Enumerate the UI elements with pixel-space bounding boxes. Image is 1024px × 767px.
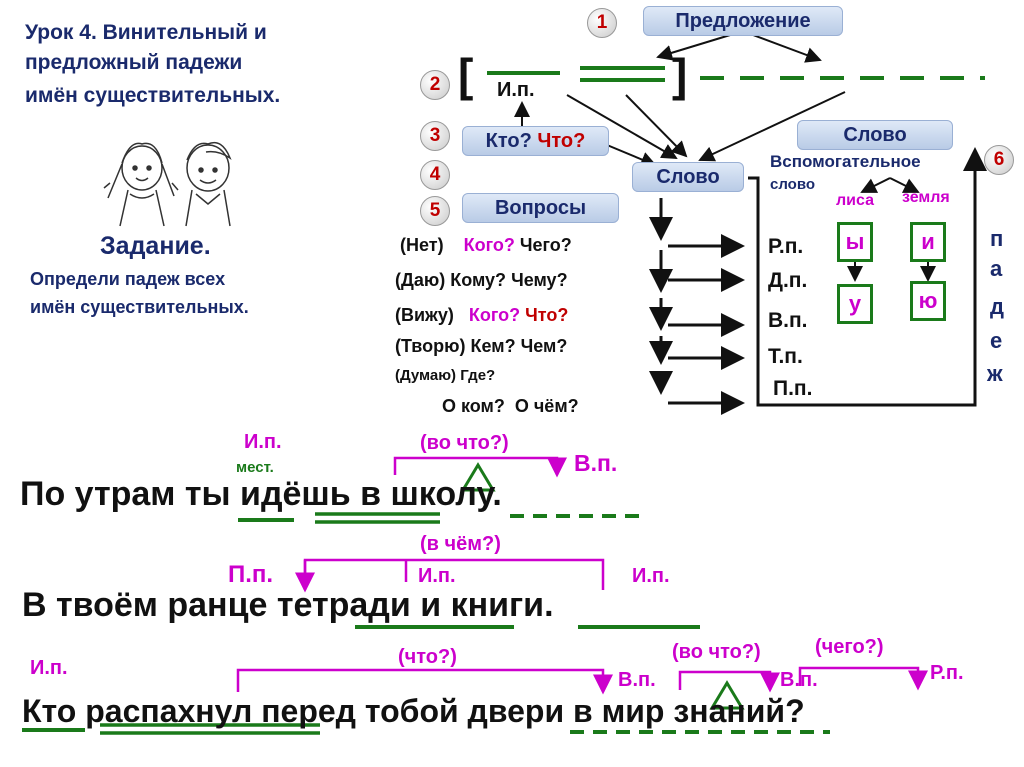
padezh-letter-p: п xyxy=(990,226,1004,251)
question-row-gde: (Думаю) Где? xyxy=(395,368,495,383)
step-3-badge: 3 xyxy=(420,121,450,151)
predlozhenie-label: Предложение xyxy=(643,6,843,36)
bracket-close: ] xyxy=(672,49,688,101)
s1-question: (во что?) xyxy=(420,432,509,454)
kto-text: Кто? xyxy=(485,130,532,152)
scheme-ip-label: И.п. xyxy=(497,79,535,101)
q-chem: Чем? xyxy=(520,336,568,356)
lesson-title-line-1: Урок 4. Винительный и xyxy=(25,21,267,44)
question-row-pp: О ком? О чём? xyxy=(442,397,579,415)
s2-ip-2: И.п. xyxy=(632,565,670,587)
hint-dumayu: (Думаю) xyxy=(395,367,457,384)
q-gde: Где? xyxy=(460,367,496,384)
case-pp: П.п. xyxy=(773,377,813,400)
case-rp: Р.п. xyxy=(768,235,804,258)
sentence-1: По утрам ты идёшь в школу. xyxy=(20,475,502,513)
ending-u-box: у xyxy=(837,284,873,324)
task-text-line-1: Определи падеж всех xyxy=(30,269,226,289)
hint-net: (Нет) xyxy=(400,235,444,255)
task-text-line-2: имён существительных. xyxy=(30,297,249,317)
s1-mest-label: мест. xyxy=(236,459,274,476)
vspom-line-1: Вспомогательное xyxy=(770,152,921,171)
hint-dayu: (Даю) xyxy=(395,270,446,290)
case-tp: Т.п. xyxy=(768,345,803,368)
s3-rp: Р.п. xyxy=(930,662,964,684)
sentence-3: Кто распахнул перед тобой двери в мир зн… xyxy=(22,693,805,729)
padezh-letter-d: д xyxy=(990,294,1004,319)
slovo-top-label: Слово xyxy=(797,120,953,150)
q-komu: Кому? xyxy=(450,270,507,290)
q-o-chem: О чём? xyxy=(514,396,579,416)
lisa-word: лиса xyxy=(836,192,874,209)
lesson-title-line-2: предложный падежи xyxy=(25,51,243,74)
q-kogo-rp: Кого? xyxy=(463,235,515,255)
case-vp: В.п. xyxy=(768,309,808,332)
s1-ip-label: И.п. xyxy=(244,431,282,453)
s3-ip-label: И.п. xyxy=(30,657,68,679)
s3-q-chto: (что?) xyxy=(398,646,457,668)
ending-yu-box: ю xyxy=(910,281,946,321)
padezh-letter-e: е xyxy=(990,328,1003,353)
q-o-kom: О ком? xyxy=(442,396,505,416)
q-chto-vp: Что? xyxy=(525,305,569,325)
step-6-badge: 6 xyxy=(984,145,1014,175)
s2-case-pp: П.п. xyxy=(228,561,274,588)
task-heading: Задание. xyxy=(100,232,211,260)
ending-y-box: ы xyxy=(837,222,873,262)
step-4-badge: 4 xyxy=(420,160,450,190)
voprosy-label: Вопросы xyxy=(462,193,619,223)
vspom-line-2: слово xyxy=(770,176,816,193)
lesson-title-line-3: имён существительных. xyxy=(25,84,281,107)
s3-vp-2: В.п. xyxy=(780,669,818,691)
padezh-letter-zh: ж xyxy=(987,361,1003,386)
q-kogo-vp: Кого? xyxy=(468,305,521,325)
step-1-badge: 1 xyxy=(587,8,617,38)
question-row-dp: (Даю) Кому? Чему? xyxy=(395,271,568,289)
q-chego: Чего? xyxy=(519,235,572,255)
zemlya-word: земля xyxy=(902,189,950,206)
step-5-badge: 5 xyxy=(420,196,450,226)
hint-tvoryu: (Творю) xyxy=(395,336,466,356)
kto-chto-label: Кто? Что? xyxy=(462,126,609,156)
s2-question: (в чём?) xyxy=(420,533,501,555)
children-illustration xyxy=(103,141,232,227)
step-2-badge: 2 xyxy=(420,70,450,100)
q-kem: Кем? xyxy=(470,336,516,356)
question-row-vp: (Вижу) Кого? Что? xyxy=(395,306,568,324)
s1-case-vp: В.п. xyxy=(574,450,618,476)
ending-i-box: и xyxy=(910,222,946,262)
sentence-2: В твоём ранце тетради и книги. xyxy=(22,586,554,624)
slovo-mid-label: Слово xyxy=(632,162,744,192)
s3-q-chego: (чего?) xyxy=(815,636,884,658)
s2-ip-1: И.п. xyxy=(418,565,456,587)
padezh-letter-a: а xyxy=(990,256,1003,281)
question-row-rp: (Нет) Кого? Чего? xyxy=(400,236,572,254)
hint-vizhu: (Вижу) xyxy=(395,305,454,325)
bracket-open: [ xyxy=(458,49,474,101)
s3-vp-1: В.п. xyxy=(618,669,656,691)
chto-text: Что? xyxy=(537,130,586,152)
s3-q-vo-chto: (во что?) xyxy=(672,641,761,663)
question-row-tp: (Творю) Кем? Чем? xyxy=(395,337,567,355)
case-dp: Д.п. xyxy=(768,269,808,292)
q-chemu: Чему? xyxy=(511,270,568,290)
